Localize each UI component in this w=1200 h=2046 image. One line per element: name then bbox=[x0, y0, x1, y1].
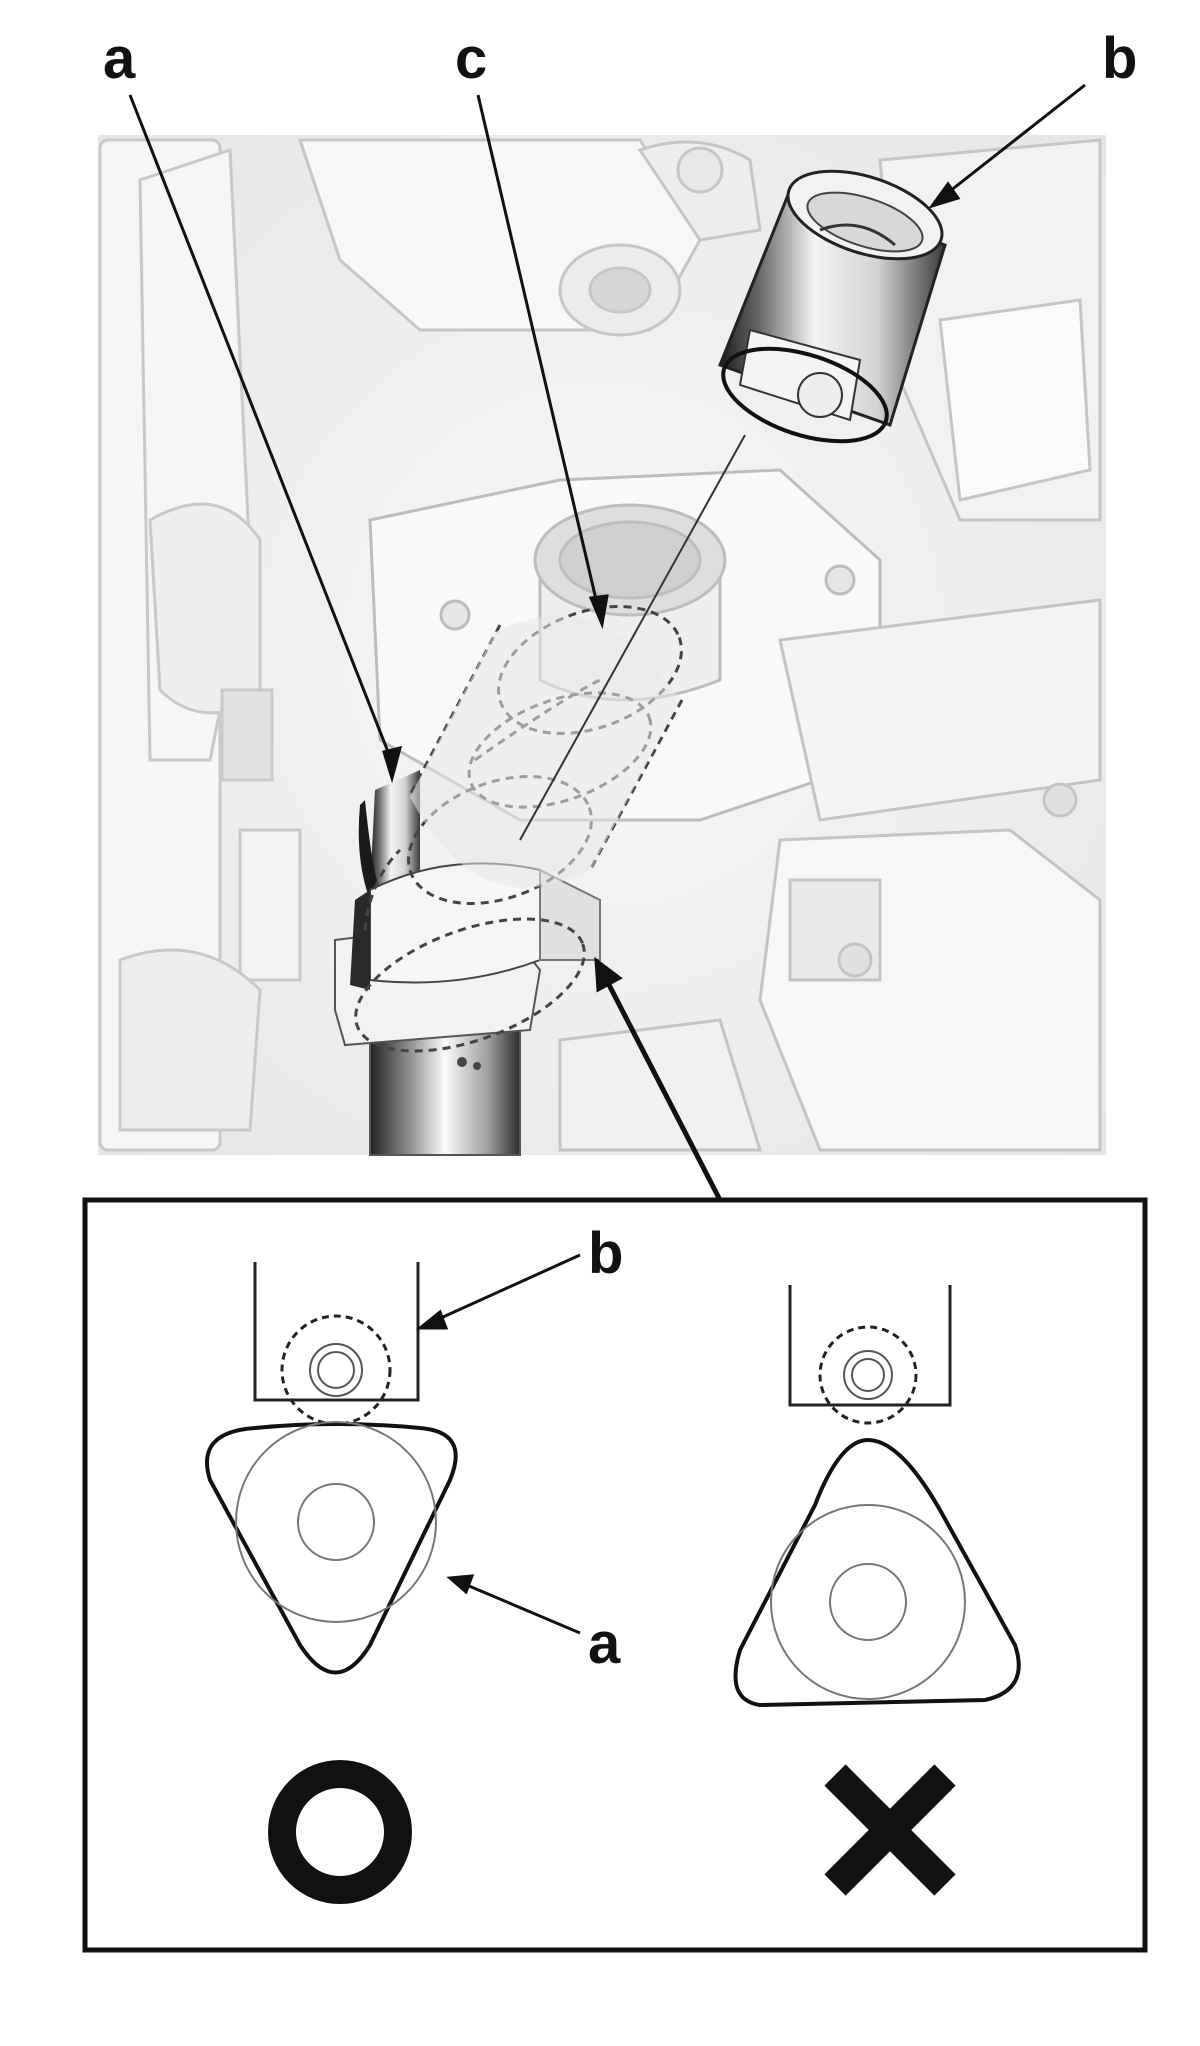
callout-b-inset: b bbox=[588, 1221, 623, 1286]
top-leader-lines bbox=[128, 83, 1086, 1202]
engine-block-right bbox=[558, 598, 1102, 1152]
callout-b-top: b bbox=[1102, 26, 1137, 91]
callout-a-inset: a bbox=[588, 1611, 621, 1676]
lifter-ghost-fill bbox=[410, 616, 680, 888]
lifter-axis-line bbox=[519, 434, 746, 841]
incorrect-position bbox=[733, 1285, 1021, 1708]
cam-lobe-incorrect bbox=[733, 1437, 1021, 1708]
engine-block-left bbox=[98, 138, 302, 1152]
correct-position bbox=[205, 1262, 458, 1675]
callout-c-top: c bbox=[455, 26, 487, 91]
inset-comparison-box: b a bbox=[82, 1197, 1148, 1953]
callout-a-top: a bbox=[103, 26, 136, 91]
engine-render bbox=[98, 135, 1106, 1156]
circle-o-icon bbox=[268, 1760, 412, 1904]
cross-x-icon bbox=[824, 1764, 956, 1896]
inset-leader-lines bbox=[415, 1253, 581, 1635]
valve-lifter bbox=[718, 169, 947, 444]
